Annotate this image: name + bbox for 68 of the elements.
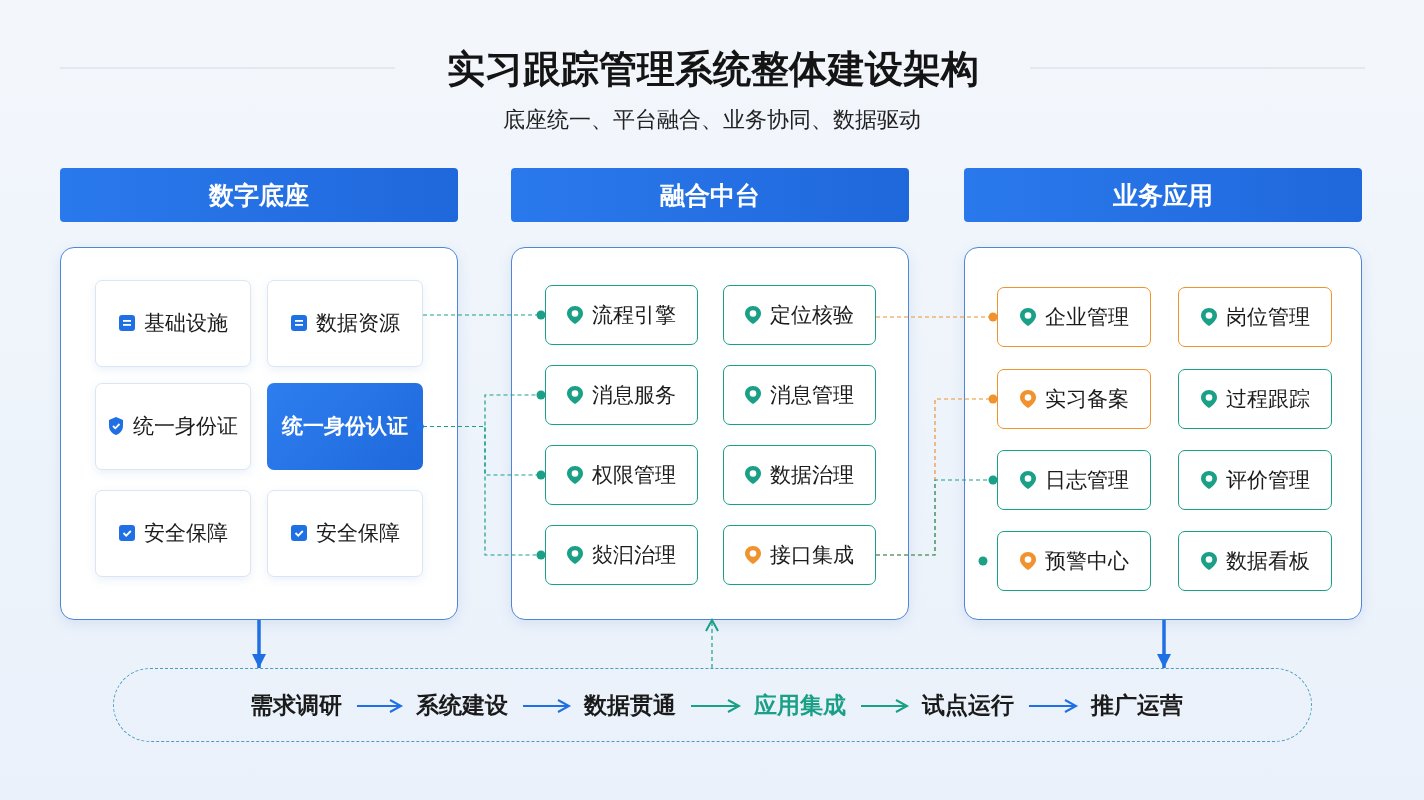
module-box — [996, 530, 1151, 591]
step-label: 试点运行 — [921, 691, 1014, 720]
module-label: 数据治理 — [770, 461, 854, 488]
module-label: 消息服务 — [592, 381, 676, 408]
dotted-connector — [875, 312, 998, 322]
module-box — [1177, 530, 1332, 591]
module-label: 日志管理 — [1044, 466, 1129, 493]
arrow — [705, 619, 719, 669]
module-label: 实习备案 — [1044, 385, 1129, 412]
subtitle: 底座统一、平台融合、业务协同、数据驱动 — [502, 106, 922, 134]
step-label: 数据贯通 — [583, 691, 676, 720]
section-header: 融合中台 — [511, 168, 909, 222]
module-box — [1177, 368, 1332, 429]
step-label: 需求调研 — [249, 691, 342, 720]
module-label: 权限管理 — [592, 461, 676, 488]
module-label: 统一身份证 — [133, 413, 238, 439]
dotted-connector — [875, 475, 998, 556]
arrow — [522, 699, 570, 713]
module-box — [1177, 286, 1332, 347]
module-box — [266, 279, 423, 367]
arrow — [356, 699, 402, 713]
module-box — [544, 524, 698, 585]
module-box — [94, 382, 251, 470]
module-label: 定位核验 — [770, 301, 854, 328]
module-box — [722, 524, 876, 585]
module-label: 基础设施 — [143, 310, 228, 336]
down-arrow — [1157, 620, 1171, 668]
module-box — [996, 368, 1151, 429]
step-label: 系统建设 — [415, 691, 508, 720]
section-header: 业务应用 — [964, 168, 1362, 222]
module-box — [544, 284, 698, 345]
module-box — [94, 489, 251, 577]
arrow — [690, 699, 740, 713]
module-label: 评价管理 — [1225, 466, 1310, 493]
module-label: 数据资源 — [315, 310, 400, 336]
section-panel — [964, 247, 1362, 620]
module-label: 消息管理 — [770, 381, 854, 408]
arrow — [860, 699, 908, 713]
module-label: 过程跟踪 — [1225, 385, 1310, 412]
module-label: 岗位管理 — [1225, 303, 1310, 330]
module-box — [544, 444, 698, 505]
step-label: 应用集成 — [753, 691, 846, 720]
section-panel — [511, 247, 909, 620]
dotted-connector — [422, 310, 546, 320]
module-box — [722, 444, 876, 505]
step-label: 推广运营 — [1090, 691, 1183, 720]
module-box — [996, 286, 1151, 347]
module-label: 企业管理 — [1044, 303, 1129, 330]
module-label: 数据看板 — [1225, 547, 1310, 574]
module-box — [722, 364, 876, 425]
section-header: 数字底座 — [60, 168, 458, 222]
module-box — [544, 364, 698, 425]
module-box — [1177, 449, 1332, 510]
module-box — [722, 284, 876, 345]
module-label: 安全保障 — [143, 520, 228, 546]
arrow — [1028, 699, 1077, 713]
module-label: 敥汩治理 — [592, 541, 676, 568]
module-label: 预警中心 — [1044, 547, 1129, 574]
module-label: 接口集成 — [770, 541, 854, 568]
module-box — [94, 279, 251, 367]
module-box — [266, 489, 423, 577]
down-arrow — [252, 620, 266, 668]
section-panel — [60, 247, 458, 620]
title: 实习跟踪管理系统整体建设架构 — [445, 47, 980, 92]
module-label: 安全保障 — [315, 520, 400, 546]
module-label: 流程引擎 — [592, 301, 676, 328]
highlighted-module-box: 统一身份认证 — [266, 382, 423, 470]
module-box — [996, 449, 1151, 510]
